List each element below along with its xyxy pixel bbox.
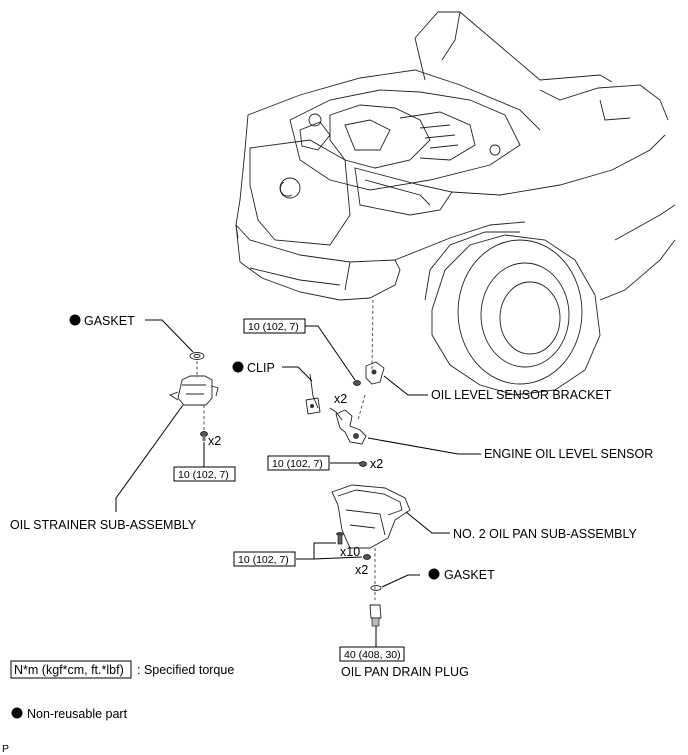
qty-pan-bolts: x10: [340, 545, 360, 559]
label-gasket-bottom: GASKET: [444, 568, 495, 582]
svg-text:10 (102, 7): 10 (102, 7): [178, 469, 229, 481]
legend-torque-box: [10, 660, 132, 679]
qty-sensor-bolts: x2: [370, 457, 383, 471]
torque-box-strainer: 10 (102, 7): [173, 466, 236, 482]
svg-text:10 (102, 7): 10 (102, 7): [248, 321, 299, 333]
label-oil-strainer: OIL STRAINER SUB-ASSEMBLY: [10, 518, 197, 532]
oil-strainer-part: [177, 375, 213, 406]
gasket-top-part: [189, 352, 205, 360]
svg-text:10 (102, 7): 10 (102, 7): [272, 458, 323, 470]
oil-strainer-group: [115, 352, 219, 512]
drain-plug-group: [369, 574, 420, 647]
torque-box-drain: 40 (408, 30): [339, 646, 405, 662]
nonreusable-dot-clip: [232, 361, 244, 373]
vehicle-front-illustration: [235, 11, 676, 396]
label-gasket-top: GASKET: [84, 314, 135, 328]
torque-box-bracket: 10 (102, 7): [243, 318, 306, 334]
qty-bracket-bolts: x2: [334, 392, 347, 406]
nonreusable-dot-gasket-top: [69, 314, 81, 326]
legend: N*m (kgf*cm, ft.*lbf) : Specified torque…: [10, 660, 234, 721]
corner-mark: P: [2, 743, 9, 755]
torque-box-pan: 10 (102, 7): [233, 551, 296, 567]
label-engine-oil-level-sensor: ENGINE OIL LEVEL SENSOR: [484, 447, 653, 461]
oil-level-sensor-bracket-part: [305, 325, 428, 396]
no2-oil-pan-part: [296, 484, 450, 560]
label-oil-pan-drain-plug: OIL PAN DRAIN PLUG: [341, 665, 469, 679]
label-no2-oil-pan: NO. 2 OIL PAN SUB-ASSEMBLY: [453, 527, 638, 541]
legend-nonreusable: Non-reusable part: [27, 707, 128, 721]
nonreusable-dot-gasket-bottom: [428, 568, 440, 580]
qty-pan-nuts: x2: [355, 563, 368, 577]
legend-nonreusable-dot: [11, 707, 23, 719]
clip-part: [282, 366, 321, 415]
svg-text:40 (408, 30): 40 (408, 30): [344, 649, 401, 661]
legend-torque-unit: N*m (kgf*cm, ft.*lbf): [14, 663, 124, 677]
qty-strainer-bolts: x2: [208, 434, 221, 448]
label-oil-level-sensor-bracket: OIL LEVEL SENSOR BRACKET: [431, 388, 612, 402]
label-clip: CLIP: [247, 361, 275, 375]
torque-box-sensor: 10 (102, 7): [267, 455, 330, 471]
legend-torque-desc: : Specified torque: [137, 663, 234, 677]
engine-oil-level-sensor-part: [329, 407, 481, 467]
svg-text:10 (102, 7): 10 (102, 7): [238, 554, 289, 566]
